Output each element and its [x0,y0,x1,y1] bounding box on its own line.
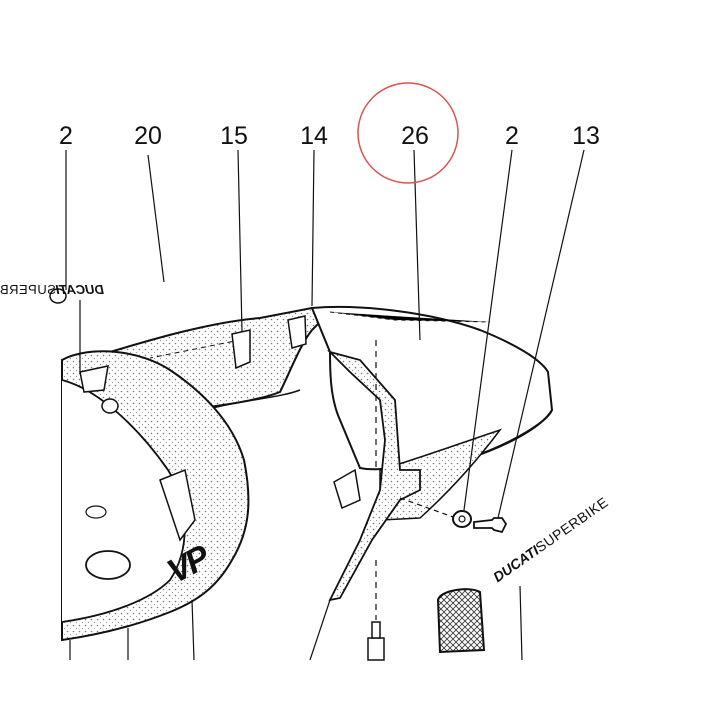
callout-20: 20 [134,122,162,150]
callout-14: 14 [300,122,328,150]
callout-13: 13 [572,122,600,150]
seat-cowl [310,306,554,471]
side-panel-bracket [326,350,421,602]
screw [473,517,508,534]
callout-15: 15 [220,122,248,150]
callout-26: 26 [401,122,429,150]
decal-ducati-superbike-left: DUCATISUPERBIKE [0,282,104,297]
callout-2-left: 2 [59,122,73,150]
callout-2-right: 2 [505,122,519,150]
highlight-circle [357,82,459,184]
mesh-grille [436,588,486,654]
